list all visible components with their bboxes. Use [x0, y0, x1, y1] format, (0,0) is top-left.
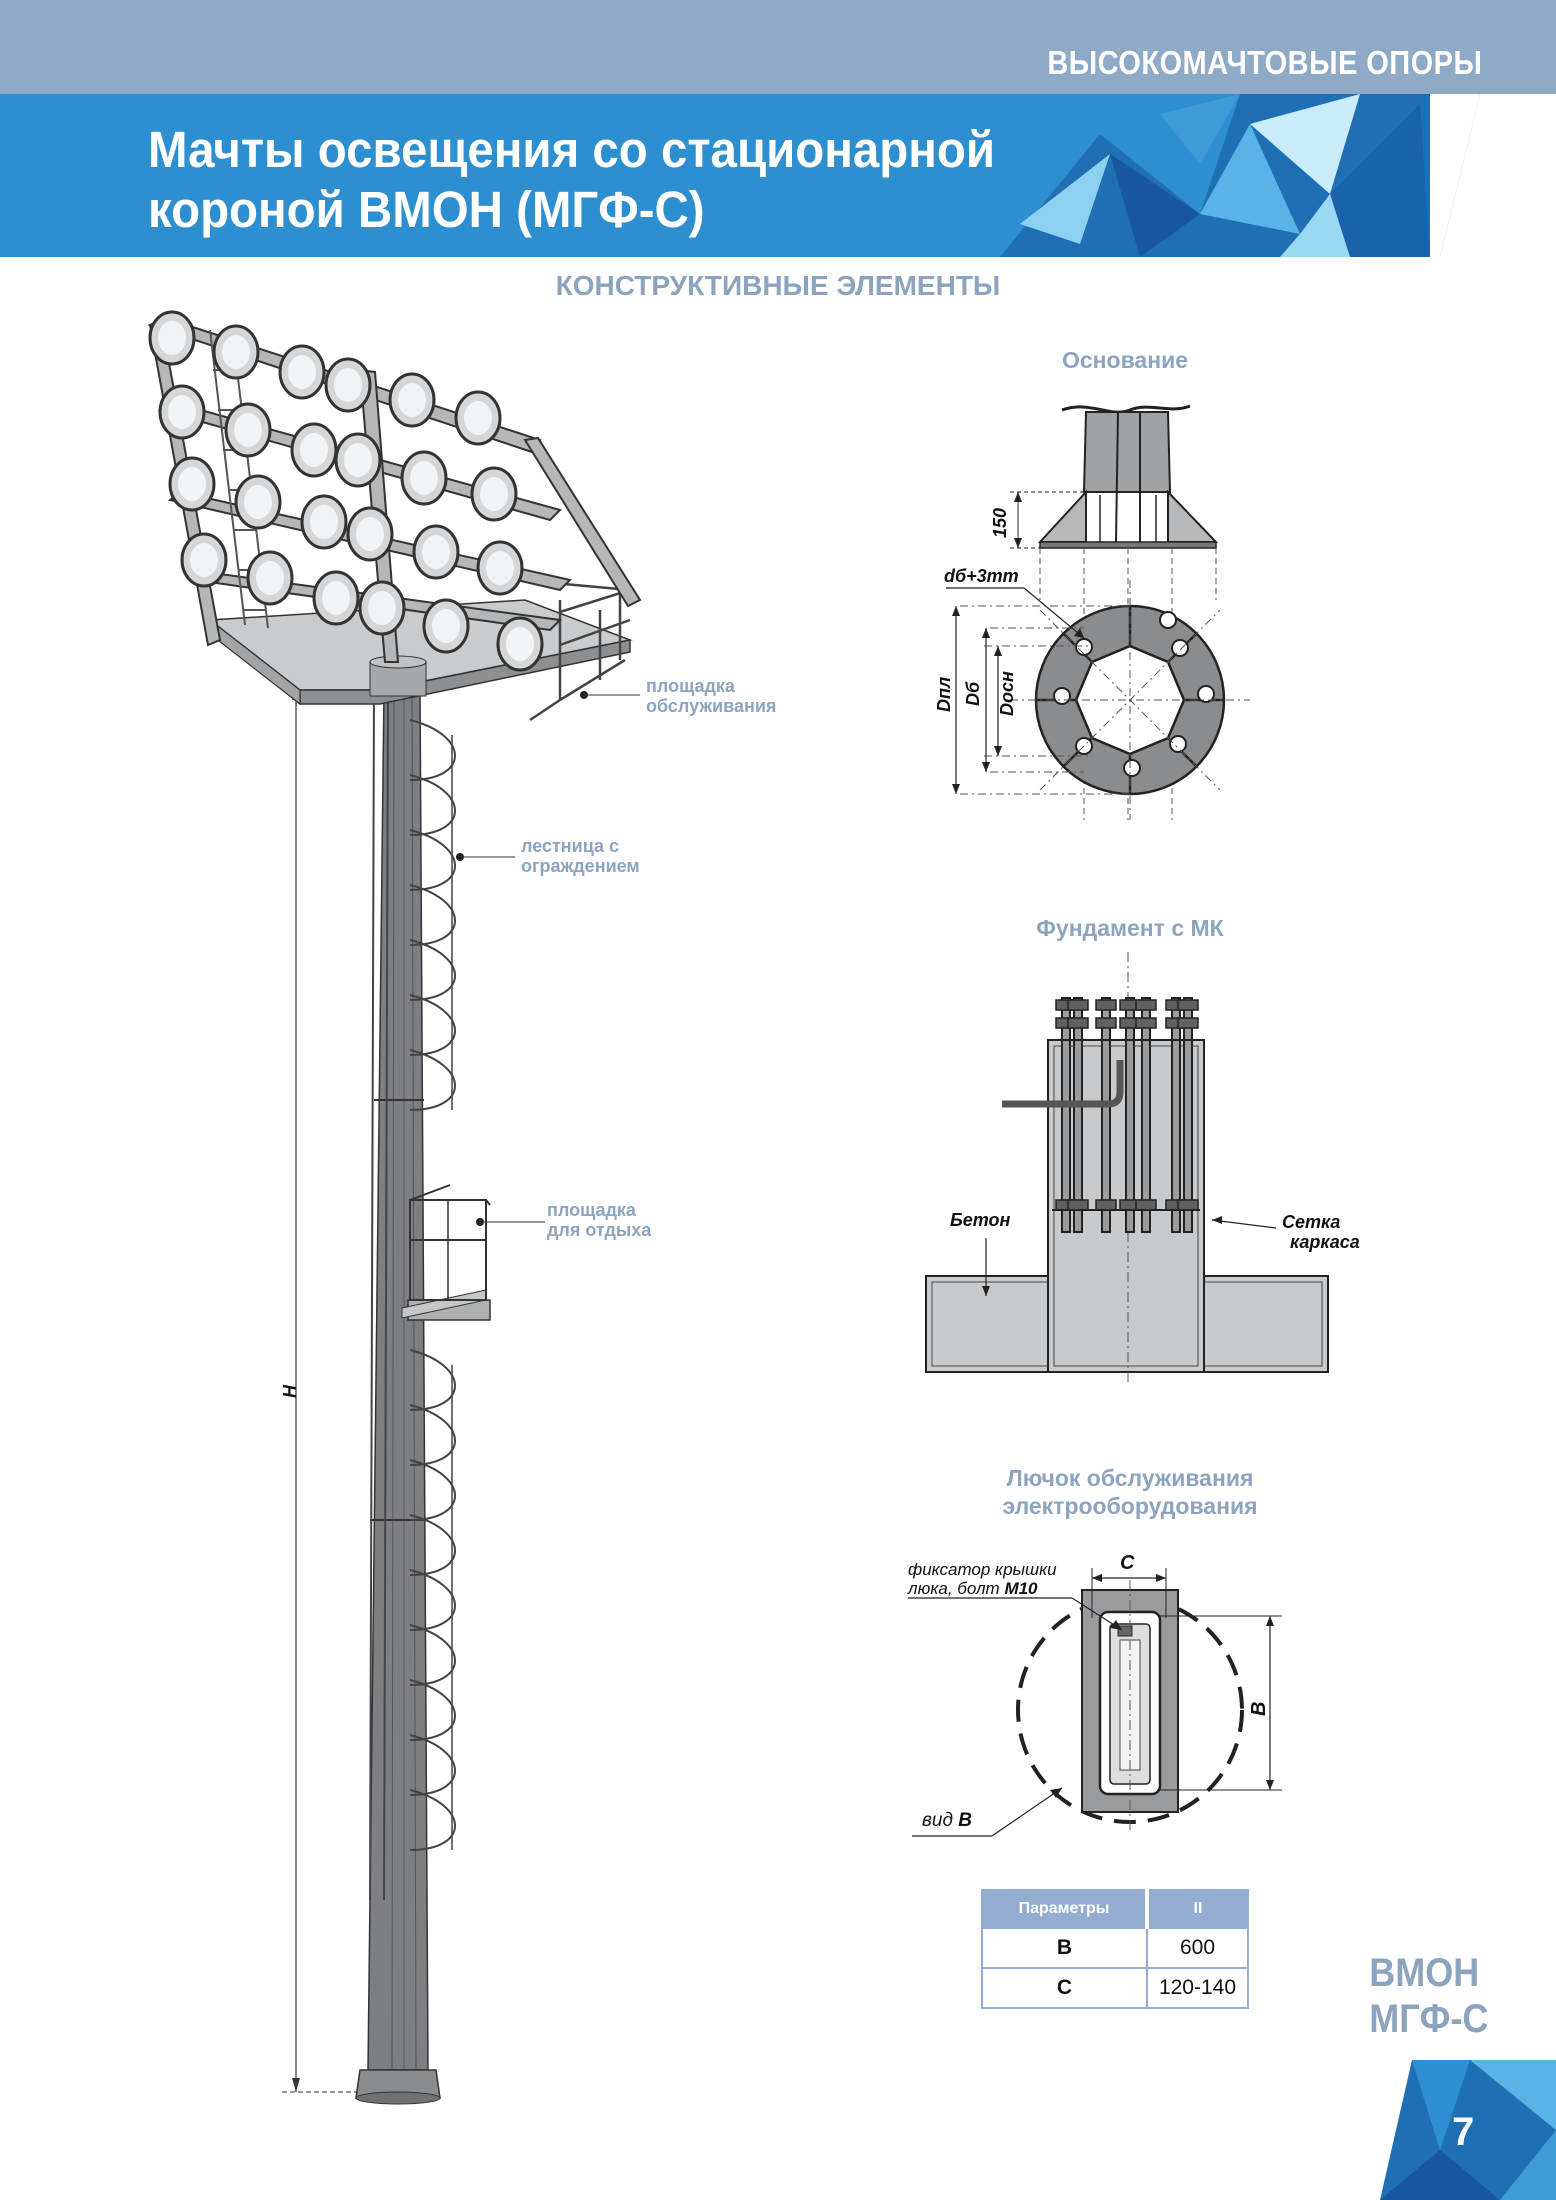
title-banner	[0, 94, 1556, 257]
hatch-drawing	[908, 1568, 1282, 1837]
label-ladder: лестница с ограждением	[521, 836, 640, 876]
base-drawing	[946, 404, 1250, 820]
page-title: Мачты освещения со стационарной короной …	[148, 120, 995, 240]
table-cell-param: C	[981, 1967, 1148, 2009]
label-ladder-line-2: ограждением	[521, 856, 640, 876]
view-b-letter: B	[958, 1810, 973, 1831]
label-service-platform-line-2: обслуживания	[646, 696, 777, 716]
top-band	[0, 0, 1556, 94]
mesh-label-line-2: каркаса	[1290, 1232, 1360, 1252]
label-rest-platform: площадка для отдыха	[547, 1200, 651, 1240]
label-rest-platform-line-1: площадка	[547, 1200, 636, 1220]
height-dimension-label: H	[280, 1385, 300, 1398]
label-ladder-line-1: лестница с	[521, 836, 620, 856]
mesh-label: Сетка каркаса	[1282, 1212, 1360, 1252]
page-number: 7	[1452, 2110, 1475, 2154]
fixator-bolt: М10	[1004, 1579, 1038, 1598]
dim-c-label: C	[1120, 1552, 1135, 1574]
table-header-row: Параметры II	[981, 1889, 1249, 1929]
page-title-line-2: короной ВМОН (МГФ-С)	[148, 181, 705, 238]
hatch-caption-line-1: Лючок обслуживания	[1006, 1465, 1254, 1491]
fixator-label-line-2: люка, болт	[908, 1579, 1000, 1598]
subheading: КОНСТРУКТИВНЫЕ ЭЛЕМЕНТЫ	[555, 270, 1001, 301]
label-service-platform: площадка обслуживания	[646, 676, 776, 716]
fixator-label-line-1: фиксатор крышки	[908, 1560, 1057, 1579]
label-rest-platform-line-2: для отдыха	[547, 1220, 652, 1240]
view-b-label: вид B	[922, 1810, 972, 1832]
mast-drawing	[147, 310, 642, 2105]
d-pl-label: Dпл	[934, 676, 954, 712]
d-b-label: Dб	[963, 681, 983, 706]
dim-b-label: B	[1248, 1701, 1270, 1716]
concrete-label: Бетон	[950, 1210, 1011, 1230]
model-name-line-2: МГФ-С	[1368, 1997, 1488, 2041]
page-title-line-1: Мачты освещения со стационарной	[148, 121, 996, 178]
mesh-label-line-1: Сетка	[1282, 1212, 1341, 1232]
foundation-drawing	[925, 952, 1329, 1385]
dim-150: 150	[990, 507, 1010, 538]
table-row: C 120-140	[981, 1967, 1249, 2009]
table-cell-value: 120-140	[1146, 1967, 1249, 2009]
hole-diameter-label: dб+3mm	[944, 566, 1019, 586]
label-service-platform-line-1: площадка	[646, 676, 735, 696]
table-header-ii: II	[1145, 1889, 1249, 1929]
foundation-caption: Фундамент с МК	[1036, 915, 1224, 941]
corner-decoration	[1380, 2060, 1556, 2200]
table-row: B 600	[981, 1927, 1249, 1969]
parameters-table: Параметры II B 600 C 120-140	[981, 1889, 1249, 2009]
d-osn-label: Dосн	[997, 671, 1017, 716]
section-title: ВЫСОКОМАЧТОВЫЕ ОПОРЫ	[1046, 44, 1482, 81]
model-name-line-1: ВМОН	[1368, 1951, 1479, 1995]
table-cell-param: B	[981, 1927, 1148, 1969]
table-header-params: Параметры	[981, 1889, 1148, 1929]
table-cell-value: 600	[1146, 1927, 1249, 1969]
model-name: ВМОН МГФ-С	[1369, 1950, 1488, 2042]
hatch-caption: Лючок обслуживания электрооборудования	[920, 1464, 1340, 1520]
base-caption: Основание	[1061, 347, 1189, 373]
fixator-label: фиксатор крышки люка, болт М10	[908, 1560, 1057, 1598]
view-b-prefix: вид	[922, 1810, 953, 1831]
hatch-caption-line-2: электрооборудования	[1002, 1493, 1258, 1519]
